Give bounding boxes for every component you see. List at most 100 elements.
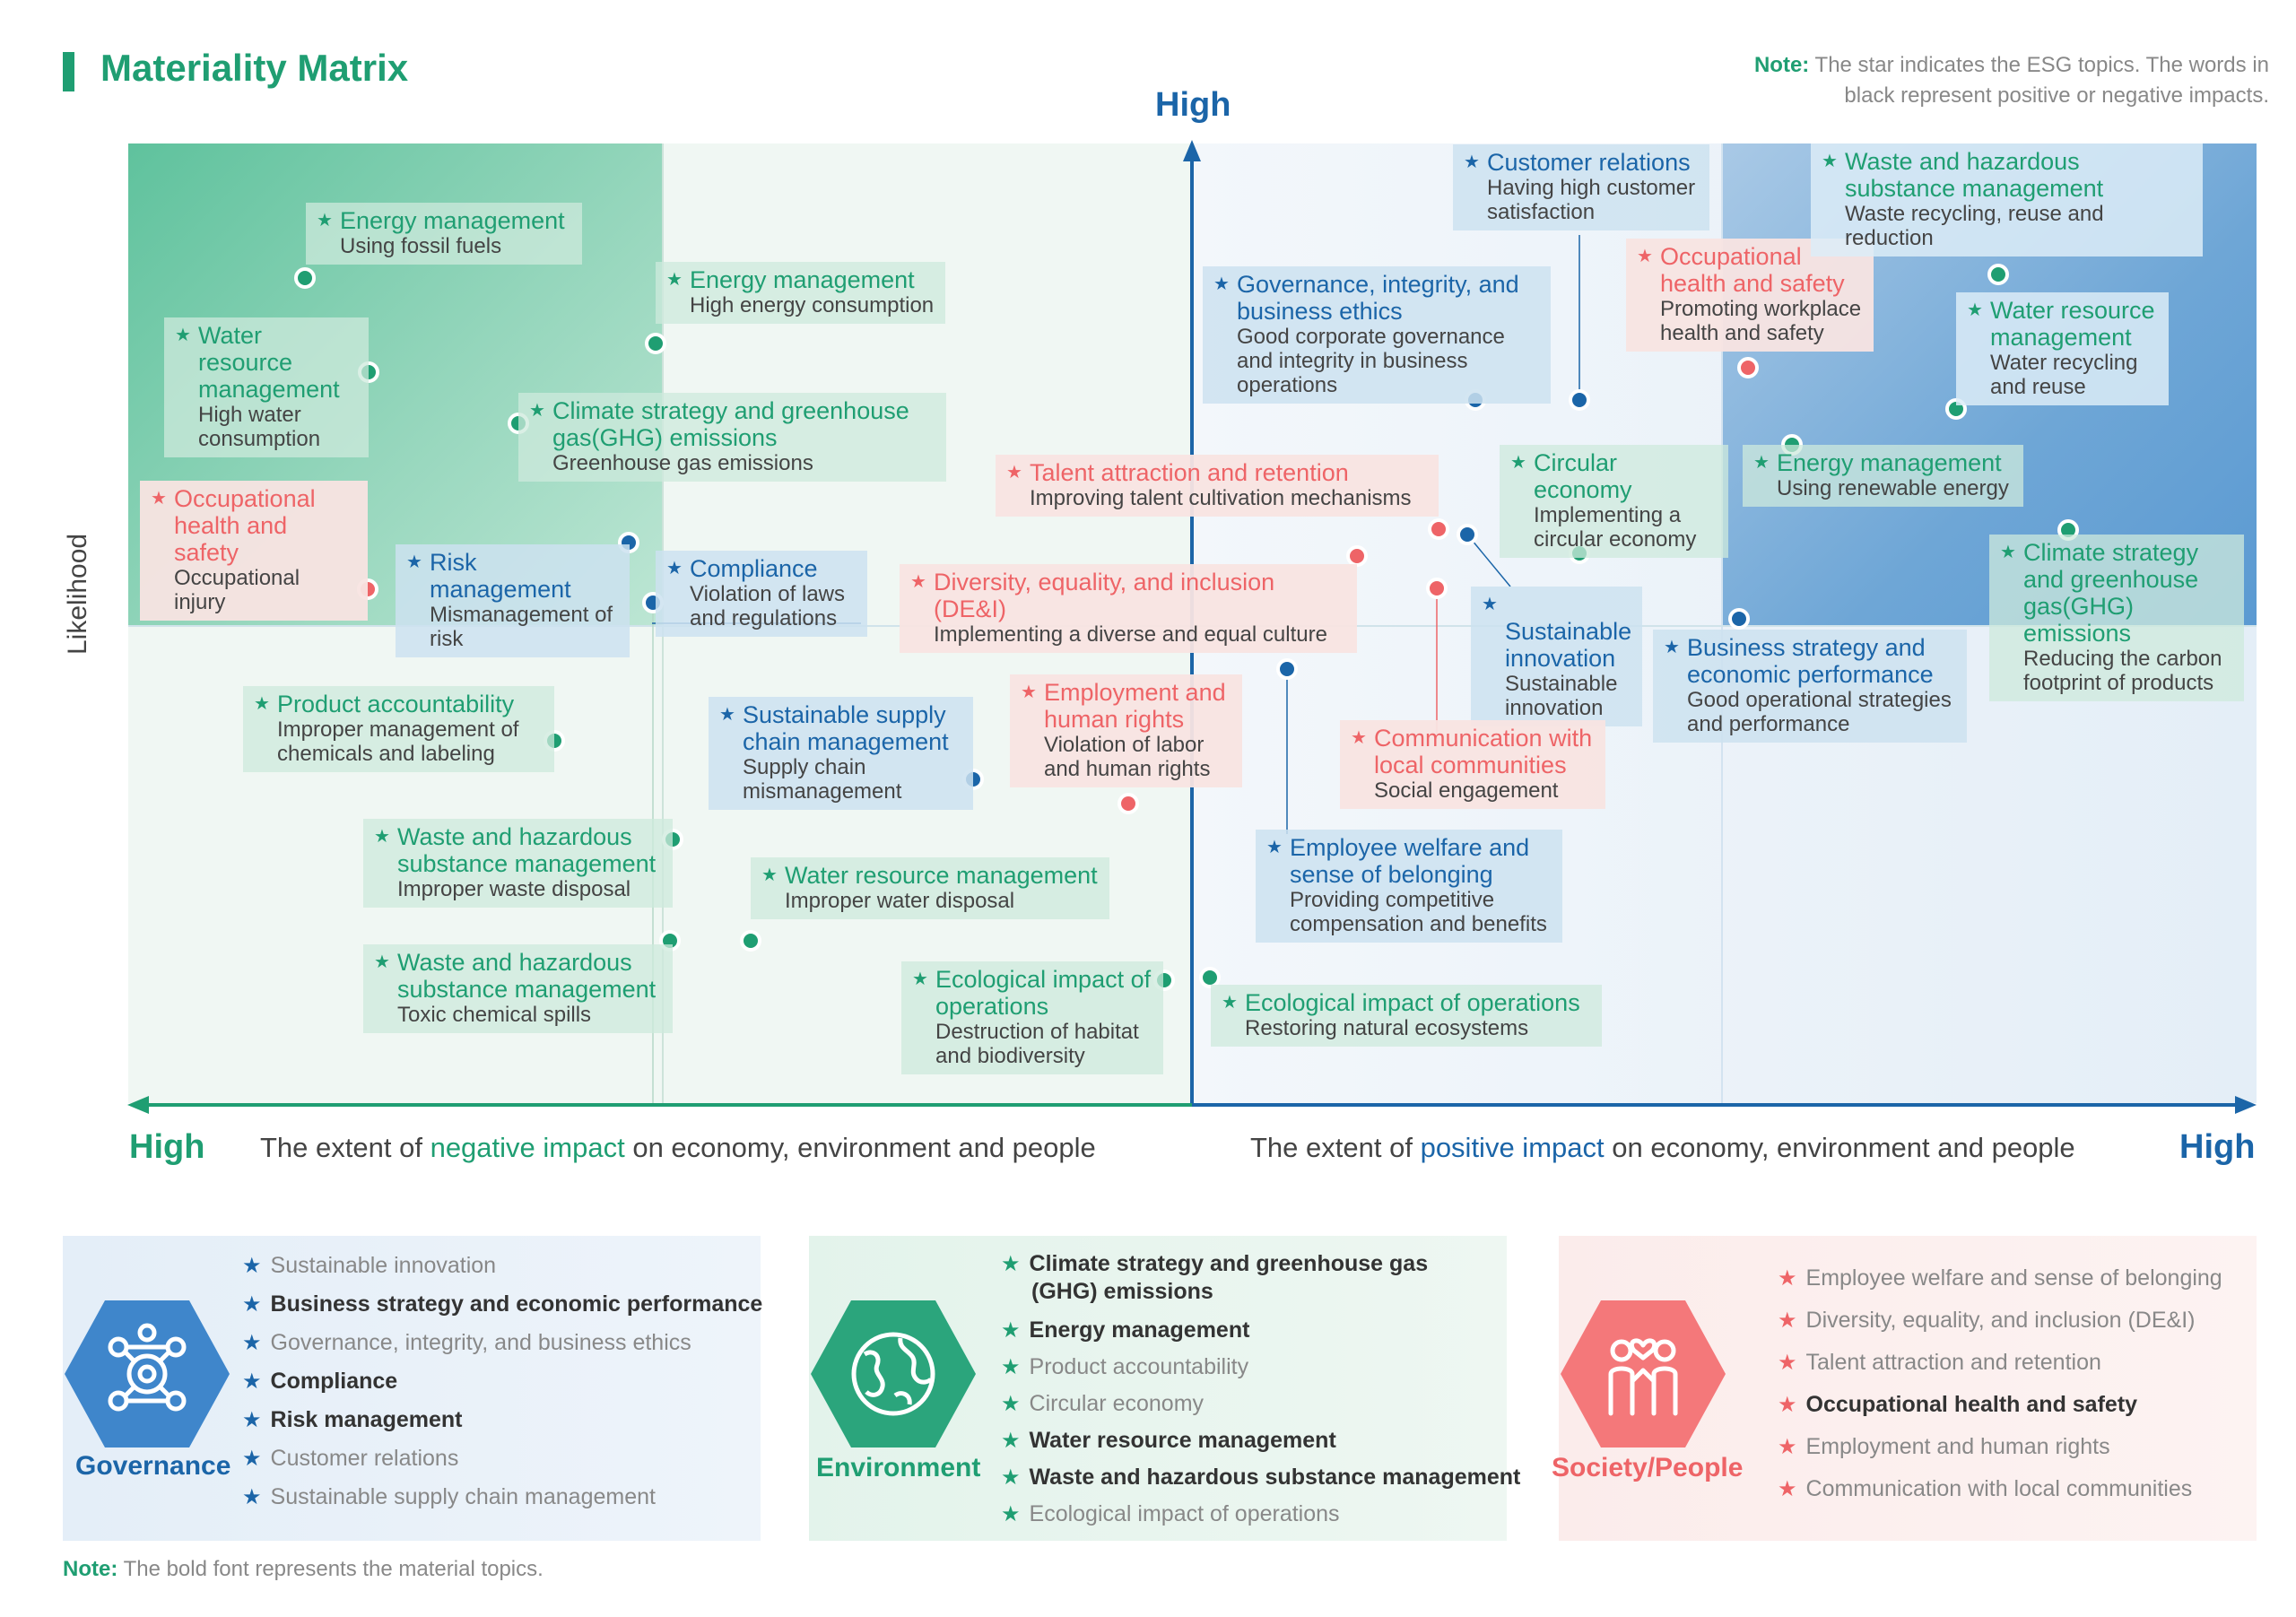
legend-environment: Environment Climate strategy and greenho… [809, 1236, 1521, 1541]
topic-t23-title: Energy management [1753, 449, 2013, 476]
top-note: Note: The star indicates the ESG topics.… [1704, 50, 2269, 111]
topic-t25-impact: Good operational strategies and performa… [1687, 688, 1952, 736]
x-axis-left-high-label: High [129, 1128, 205, 1166]
topic-t4: Climate strategy and greenhouse gas(GHG)… [518, 393, 946, 482]
topic-t16-title: Diversity, equality, and inclusion (DE&I… [910, 569, 1346, 622]
topic-t8-impact: Improper management of chemicals and lab… [277, 717, 519, 766]
topic-t5-title: Occupational health and safety [151, 485, 357, 566]
topic-t6-title: Risk management [406, 549, 619, 603]
negative-impact-label: The extent of negative impact on economy… [260, 1132, 1096, 1164]
topic-t7-title: Compliance [666, 555, 857, 582]
topic-t29: Ecological impact of operationsRestoring… [1211, 985, 1602, 1047]
topic-t5-impact: Occupational injury [174, 566, 300, 614]
top-note-prefix: Note: [1753, 53, 1810, 77]
topic-t2-impact: High energy consumption [690, 293, 935, 317]
topic-t8-title: Product accountability [254, 691, 544, 717]
topic-t22-title: Circular economy [1510, 449, 1718, 503]
topic-t13-impact: Toxic chemical spills [397, 1003, 592, 1027]
topic-t28-title: Employee welfare and sense of belonging [1266, 834, 1552, 888]
topic-t20: Waste and hazardous substance management… [1811, 143, 2203, 256]
dot-t25 [1728, 608, 1750, 630]
topic-t2-title: Energy management [666, 266, 935, 293]
topic-t11-impact: Improper waste disposal [397, 877, 631, 901]
legend-soc-item: Occupational health and safety [1778, 1384, 2222, 1426]
neg-pre: The extent of [260, 1132, 422, 1163]
topic-t14-impact: Destruction of habitat and biodiversity [935, 1020, 1139, 1068]
dot-t24 [1457, 524, 1478, 545]
dot-t20 [1987, 264, 2009, 285]
topic-t24-impact: Sustainable innovation [1505, 672, 1618, 720]
dot-t12 [740, 930, 761, 952]
topic-t27-title: Communication with local communities [1351, 725, 1595, 778]
topic-t24-title: Sustainable innovation [1482, 591, 1631, 672]
topic-t15-title: Talent attraction and retention [1006, 459, 1428, 486]
legend-gov-item: Compliance [242, 1362, 762, 1401]
topic-t10-title: Employment and human rights [1021, 679, 1231, 733]
y-axis-arrow [1183, 140, 1201, 161]
pos-em: positive impact [1420, 1132, 1605, 1163]
topic-t29-impact: Restoring natural ecosystems [1245, 1016, 1529, 1040]
legend-soc-item: Diversity, equality, and inclusion (DE&I… [1778, 1300, 2222, 1342]
legend-society: Society/People Employee welfare and sens… [1552, 1236, 2257, 1541]
topic-t25-title: Business strategy and economic performan… [1664, 634, 1956, 688]
governance-name: Governance [75, 1451, 231, 1481]
topic-t1-impact: Using fossil fuels [340, 234, 502, 258]
topic-t25: Business strategy and economic performan… [1653, 630, 1967, 743]
topic-t14-title: Ecological impact of operations [912, 966, 1152, 1020]
topic-t18: Governance, integrity, and business ethi… [1203, 266, 1551, 404]
top-note-text: The star indicates the ESG topics. The w… [1814, 53, 2269, 108]
topic-t6-impact: Mismanagement of risk [430, 603, 613, 651]
topic-t1-title: Energy management [317, 207, 571, 234]
dot-t16 [1346, 545, 1368, 567]
dot-t2 [645, 333, 666, 354]
dot-t10 [1118, 793, 1139, 814]
topic-t19: Occupational health and safetyPromoting … [1626, 239, 1874, 352]
dot-t15 [1428, 518, 1449, 540]
environment-list: Climate strategy and greenhouse gas (GHG… [1001, 1248, 1521, 1533]
bottom-note-prefix: Note: [63, 1557, 118, 1581]
topic-t3-title: Water resource management [175, 322, 358, 403]
topic-t13: Waste and hazardous substance management… [363, 944, 673, 1033]
legend-gov-item: Governance, integrity, and business ethi… [242, 1324, 762, 1362]
topic-t17-impact: Having high customer satisfaction [1487, 176, 1696, 224]
positive-impact-label: The extent of positive impact on economy… [1250, 1132, 2075, 1164]
topic-t16: Diversity, equality, and inclusion (DE&I… [900, 564, 1357, 653]
legend-env-item: Circular economy [1001, 1386, 1494, 1422]
topic-t15-impact: Improving talent cultivation mechanisms [1030, 486, 1412, 510]
topic-t22-impact: Implementing a circular economy [1534, 503, 1697, 552]
topic-t12-impact: Improper water disposal [785, 889, 1015, 913]
dot-t29 [1199, 967, 1221, 988]
legend-gov-item: Risk management [242, 1401, 762, 1439]
topic-t17-title: Customer relations [1464, 149, 1699, 176]
title-accent-bar [63, 52, 74, 91]
legend-env-item: Water resource management [1001, 1422, 1494, 1459]
topic-t9: Sustainable supply chain managementSuppl… [709, 697, 973, 810]
legend-governance: Governance Sustainable innovation Busine… [63, 1236, 762, 1541]
topic-t28-impact: Providing competitive compensation and b… [1290, 888, 1547, 936]
governance-icon [65, 1300, 230, 1447]
topic-t20-title: Waste and hazardous substance management [1822, 148, 2192, 202]
legend-env-item: Climate strategy and greenhouse gas (GHG… [1001, 1250, 1494, 1305]
topic-t21-title: Water resource management [1967, 297, 2158, 351]
topic-t18-impact: Good corporate governance and integrity … [1237, 325, 1505, 397]
legend-soc-item: Communication with local communities [1778, 1468, 2222, 1510]
topic-t3-impact: High water consumption [198, 403, 321, 451]
pos-pre: The extent of [1250, 1132, 1413, 1163]
x-axis-positive-arrow [2235, 1096, 2257, 1114]
legend-soc-item: Employee welfare and sense of belonging [1778, 1257, 2222, 1300]
topic-t18-title: Governance, integrity, and business ethi… [1213, 271, 1540, 325]
bottom-note-text: The bold font represents the material to… [123, 1557, 544, 1581]
society-icon [1561, 1300, 1726, 1447]
topic-t19-impact: Promoting workplace health and safety [1660, 297, 1862, 345]
topic-t15: Talent attraction and retentionImproving… [996, 455, 1439, 517]
environment-icon [811, 1300, 976, 1447]
society-list: Employee welfare and sense of belonging … [1778, 1257, 2222, 1510]
legend-gov-item: Customer relations [242, 1439, 762, 1478]
